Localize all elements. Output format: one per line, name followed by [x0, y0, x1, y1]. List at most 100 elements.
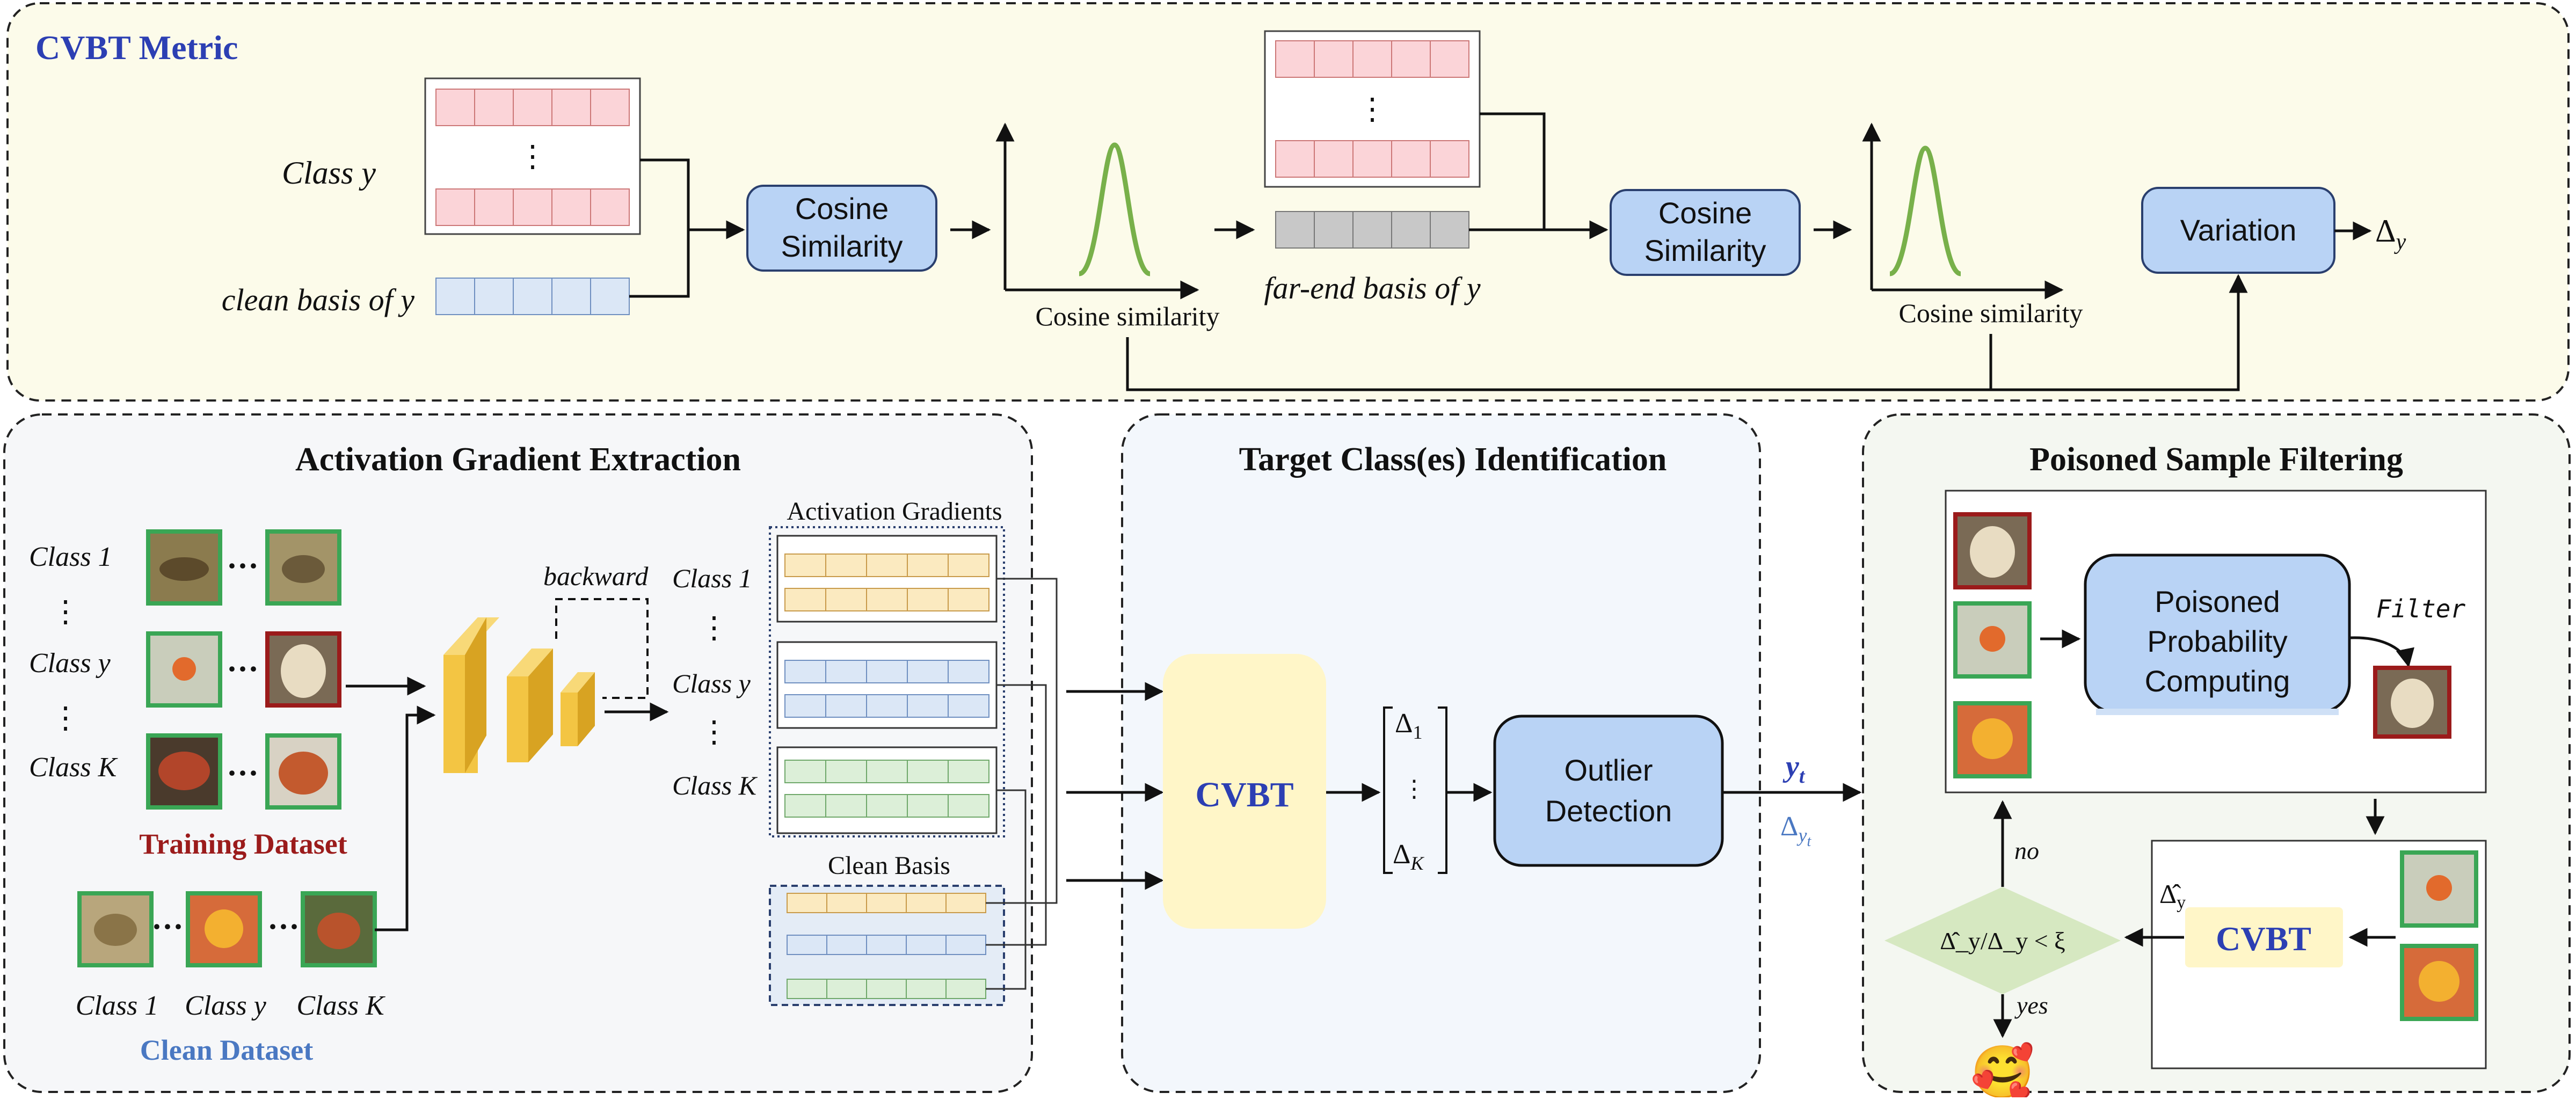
far-end-basis-row	[1275, 211, 1469, 249]
train-image-classy-a	[146, 631, 222, 708]
pairing-connectors	[986, 578, 1058, 990]
grad-vdots-2: ⋮	[699, 716, 729, 749]
gradient-group-classy	[776, 641, 998, 729]
variation-label: Variation	[2180, 213, 2297, 247]
delta-y-output: Δy	[2375, 213, 2406, 254]
train-image-class1-a	[146, 529, 222, 606]
delta-vdots: ⋮	[1402, 776, 1426, 802]
outlier-line2: Detection	[1545, 794, 1672, 828]
activation-gradients-label: Activation Gradients	[787, 497, 1002, 526]
train-class-y-label: Class y	[29, 648, 111, 679]
bell-curve-1	[1078, 142, 1151, 276]
poisoned-node-shadow	[2096, 709, 2339, 715]
cosine-node-2-line2: Similarity	[1644, 234, 1766, 267]
clean-image-classy	[186, 891, 262, 967]
outlier-detection-node	[1493, 715, 1724, 867]
clean-class-k-label: Class K	[296, 990, 385, 1021]
train-hdots-3: ···	[227, 755, 259, 791]
delta-vector	[1383, 706, 1447, 874]
training-dataset-label: Training Dataset	[139, 828, 347, 860]
class-y-label: Class y	[282, 155, 376, 191]
filter-sample-flower	[1953, 701, 2032, 778]
cvbt-metric-title: CVBT Metric	[35, 28, 238, 67]
train-image-classk-b	[265, 733, 341, 810]
class-y-matrix-row-1	[435, 89, 630, 126]
clean-basis-box-label: Clean Basis	[828, 851, 950, 880]
identification-title: Target Class(es) Identification	[1239, 441, 1667, 478]
bottom-sample-flower	[2400, 944, 2478, 1021]
neural-network-icon	[443, 617, 595, 773]
outlier-line1: Outlier	[1564, 753, 1653, 787]
train-image-classk-a	[146, 733, 222, 810]
grad-class-k-label: Class K	[672, 770, 758, 800]
clean-basis-row-yellow	[787, 893, 986, 913]
filtering-title: Poisoned Sample Filtering	[2029, 441, 2403, 478]
poisoned-line2: Probability	[2147, 624, 2287, 658]
clean-basis-row-blue	[787, 935, 986, 955]
extraction-title: Activation Gradient Extraction	[295, 441, 741, 478]
train-vdots-2: ⋮	[50, 702, 81, 735]
bottom-sample-fish	[2400, 850, 2478, 928]
train-image-classy-b	[265, 631, 341, 708]
backward-label: backward	[543, 561, 649, 591]
cvbt-metric-panel	[6, 2, 2570, 402]
plot-1-axis-label: Cosine similarity	[1035, 301, 1219, 331]
poisoned-line1: Poisoned	[2155, 585, 2280, 618]
grad-class-y-label: Class y	[672, 668, 751, 698]
distribution-plot-1	[995, 122, 1199, 300]
connector-farend-to-cosine2	[1480, 112, 1546, 230]
cvbt-node	[1163, 654, 1326, 929]
gradient-group-class1	[776, 535, 998, 623]
distribution-plot-2	[1862, 122, 2064, 300]
arrow-filter	[2350, 636, 2414, 668]
smiling-face-icon: 🥰	[1970, 1041, 2035, 1097]
grad-vdots-1: ⋮	[699, 611, 729, 645]
clean-class-y-label: Class y	[185, 990, 267, 1021]
connector-class-to-cosine	[640, 158, 745, 239]
train-hdots-2: ···	[227, 651, 259, 687]
activation-gradients-box	[769, 526, 1005, 837]
filter-label: Filter	[2376, 594, 2465, 623]
clean-hdots-2: ···	[267, 909, 300, 944]
clean-image-class1	[77, 891, 154, 967]
gradient-group-classk	[776, 746, 998, 834]
cosine-node-1-line1: Cosine	[795, 192, 889, 225]
grad-class-1-label: Class 1	[672, 563, 752, 593]
cosine-node-2-line1: Cosine	[1658, 196, 1752, 230]
backward-loop	[555, 598, 649, 699]
connector-basis-to-cosine	[629, 230, 690, 298]
cosine-similarity-node-2	[1610, 189, 1801, 276]
arrow-clean-to-net	[375, 705, 436, 931]
poisoned-line3: Computing	[2145, 664, 2290, 698]
no-label: no	[2014, 837, 2039, 864]
filter-sample-dog	[1953, 512, 2032, 589]
plot-2-axis-label: Cosine similarity	[1898, 298, 2083, 328]
filter-sample-fish	[1953, 601, 2032, 679]
train-class-1-label: Class 1	[29, 542, 112, 572]
cvbt-small-label: CVBT	[2216, 920, 2311, 958]
cvbt-small-node	[2185, 907, 2343, 967]
yes-label: yes	[2014, 992, 2048, 1019]
filtered-dog-image	[2373, 666, 2451, 739]
clean-basis-row	[435, 278, 630, 315]
clean-hdots-1: ···	[151, 909, 184, 944]
clean-image-classk	[301, 891, 377, 967]
far-end-matrix-row-2	[1275, 140, 1469, 178]
connector-plot1-to-variation	[1126, 274, 2248, 391]
train-vdots-1: ⋮	[50, 595, 81, 629]
clean-dataset-label: Clean Dataset	[140, 1034, 313, 1066]
class-y-matrix-row-2	[435, 188, 630, 226]
far-end-matrix-dots: ⋮	[1357, 93, 1387, 126]
bell-curve-2	[1889, 145, 1962, 276]
cosine-node-1-line2: Similarity	[781, 229, 903, 263]
delta-yt-label: Δyt	[1780, 811, 1811, 850]
train-class-k-label: Class K	[29, 752, 118, 783]
delta-k-label: ΔK	[1393, 839, 1424, 874]
train-hdots-1: ···	[227, 548, 259, 584]
cosine-similarity-node-1	[746, 185, 937, 272]
y-t-label: yt	[1782, 750, 1806, 788]
train-image-class1-b	[265, 529, 341, 606]
clean-basis-label: clean basis of y	[222, 282, 414, 317]
